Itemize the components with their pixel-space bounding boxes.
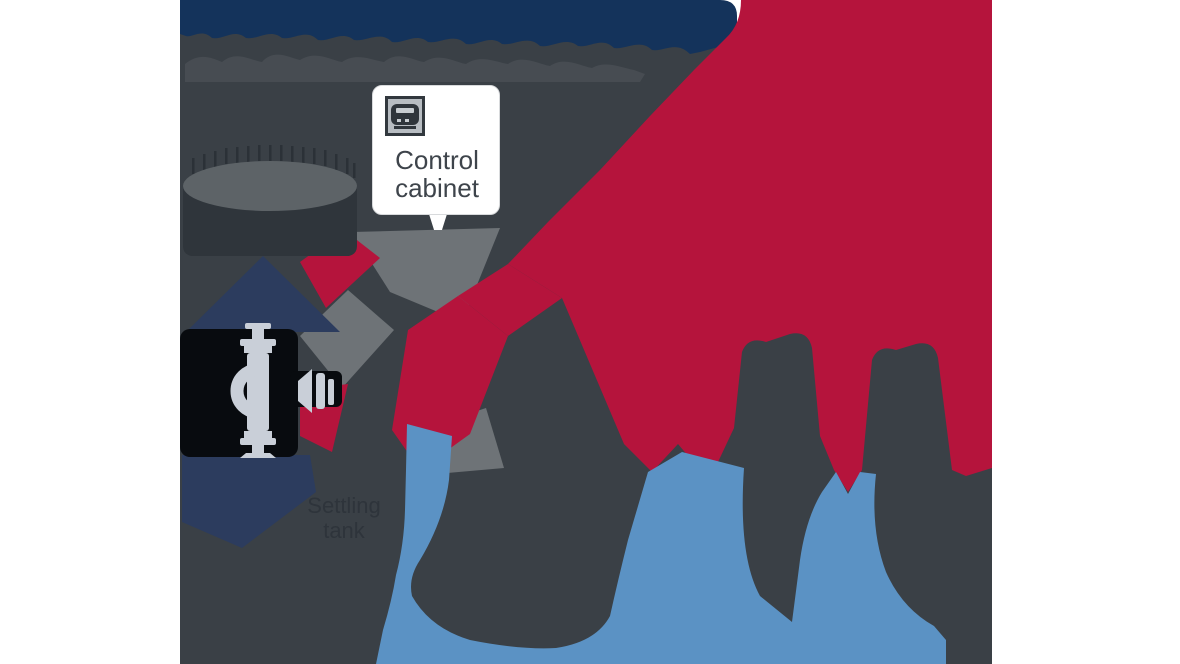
navy-diamond-bottom [182,455,316,548]
ribbon-red-main [392,296,508,470]
storage-tank [183,161,357,256]
title-text-blob [180,0,737,54]
header-underline-strip [185,54,645,82]
water-flow-shape [376,424,946,664]
red-flow-field [508,0,992,492]
ribbon-gray-lower [300,290,394,388]
navy-diamond-top [186,256,340,332]
control-device-body [391,104,419,125]
card-pointer [429,214,447,230]
ribbon-red-link [458,264,562,336]
control-device-screen [396,108,414,113]
storage-tank-top [183,161,357,211]
control-cabinet-label: Control cabinet [395,145,479,204]
flow-meter-callout [180,323,342,458]
control-device-icon [385,96,425,136]
tank-railing [192,145,356,178]
control-cabinet-card: Control cabinet [372,85,500,215]
flow-meter-icon [230,323,334,458]
settling-tank-label: Settling tank [307,493,381,543]
